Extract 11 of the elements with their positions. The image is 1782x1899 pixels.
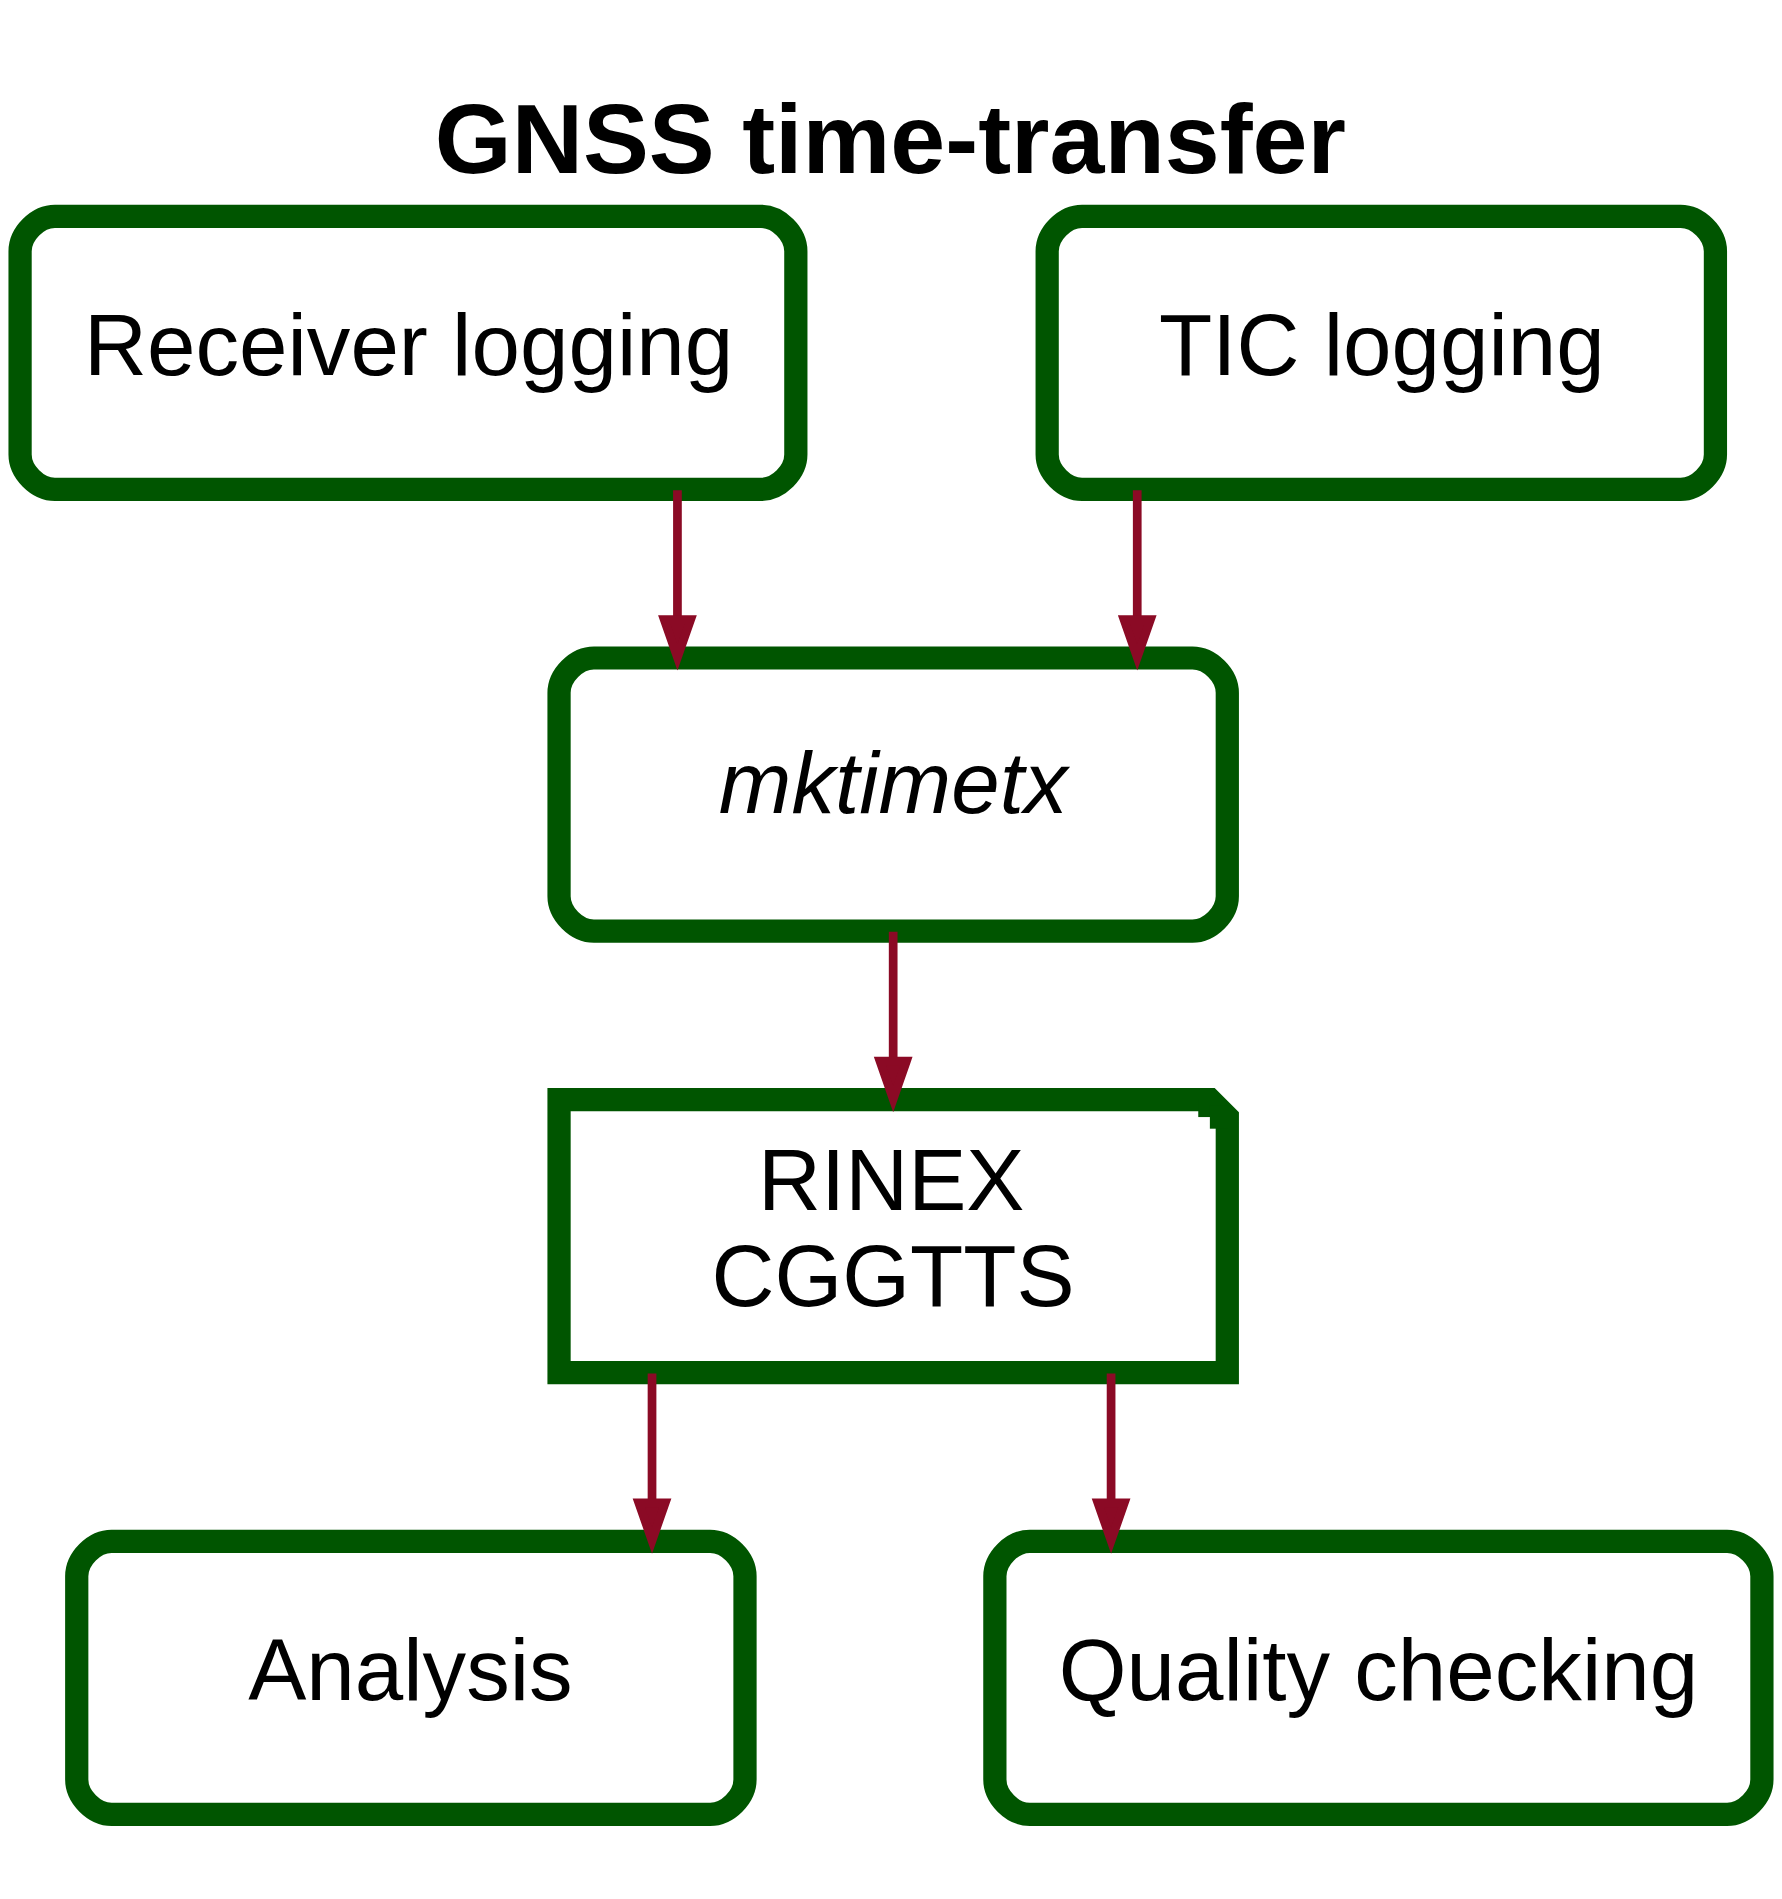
arrow (873, 931, 913, 1112)
node-box: Quality checking (983, 1529, 1774, 1826)
node-box: Analysis (65, 1529, 757, 1826)
arrow (658, 489, 697, 671)
arrow (1117, 489, 1157, 671)
node-box: TIC logging (1035, 204, 1728, 501)
node-box: Receiver logging (8, 204, 808, 501)
diagram-title: GNSS time-transfer (434, 83, 1346, 194)
node-box: mktimetx (547, 645, 1239, 943)
arrow (1091, 1373, 1131, 1554)
arrow (632, 1373, 672, 1554)
